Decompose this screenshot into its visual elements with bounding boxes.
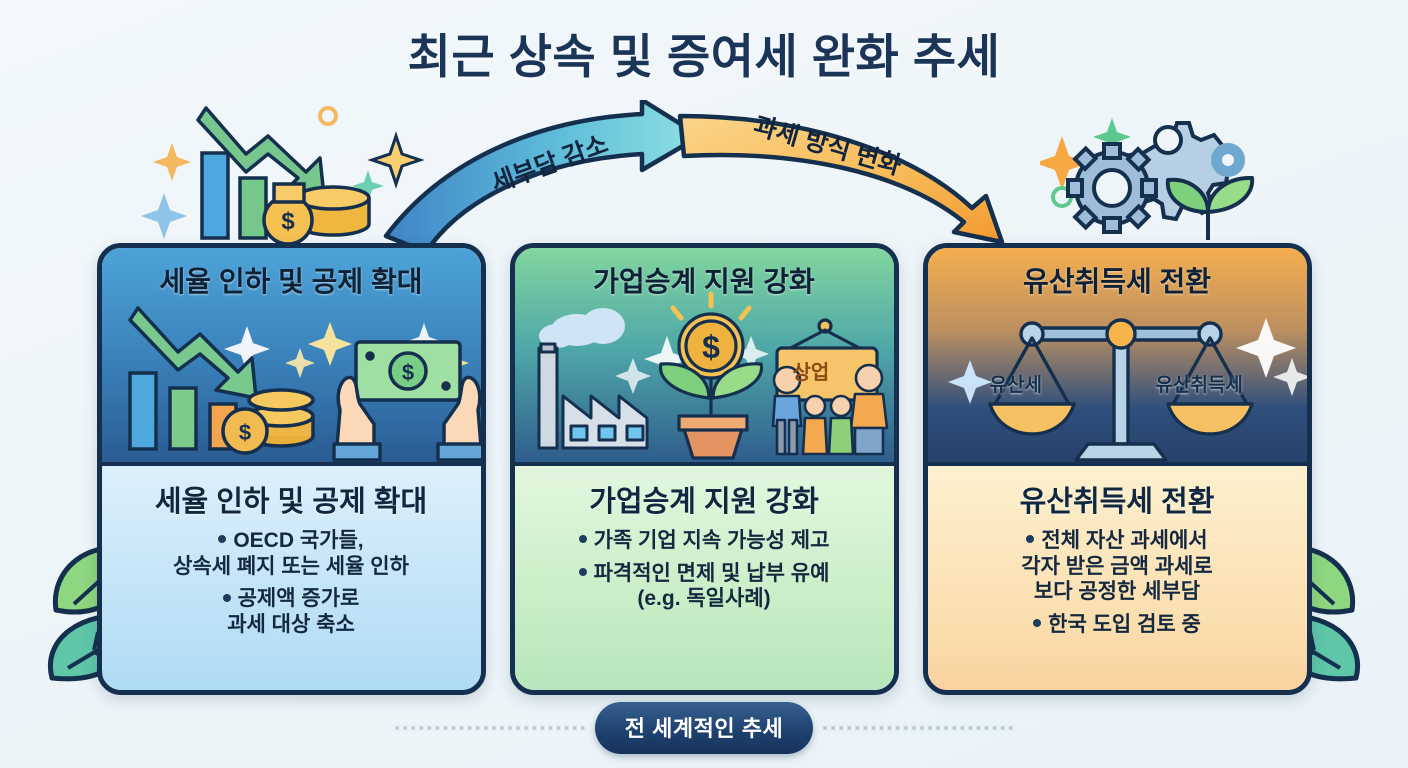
scale-label-left: 유산세 bbox=[989, 375, 1042, 396]
card-inheritance-acquisition-tax[interactable]: 유산취득세 전환 bbox=[922, 243, 1312, 695]
bullet-dot-icon bbox=[218, 535, 227, 544]
bullet-text: OECD 국가들,상속세 폐지 또는 세율 인하 bbox=[173, 529, 409, 578]
bar-chart-icon bbox=[200, 151, 268, 240]
card-row: 세율 인하 및 공제 확대 bbox=[0, 243, 1408, 699]
bullet-dot-icon bbox=[578, 568, 587, 577]
cash-icon: $ bbox=[353, 340, 462, 402]
svg-text:$: $ bbox=[281, 208, 295, 235]
list-item: 파격적인 면제 및 납부 유예(e.g. 독일사례) bbox=[531, 561, 878, 612]
list-item: 한국 도입 검토 중 bbox=[944, 612, 1291, 638]
bullet-text: 가족 기업 지속 가능성 제고 bbox=[593, 529, 830, 552]
card-2-art-title: 가업승계 지원 강화 bbox=[593, 266, 815, 297]
card-3-art-title: 유산취득세 전환 bbox=[1022, 266, 1212, 297]
svg-text:$: $ bbox=[238, 420, 250, 445]
gear-icon bbox=[1066, 142, 1158, 234]
list-item: 가족 기업 지속 가능성 제고 bbox=[531, 528, 878, 554]
card-business-succession-support[interactable]: 가업승계 지원 강화 bbox=[509, 243, 899, 695]
card-2-illustration: 가업승계 지원 강화 bbox=[514, 248, 894, 466]
sparkle-icon bbox=[614, 336, 769, 394]
card-1-heading: 세율 인하 및 공제 확대 bbox=[154, 486, 428, 518]
bullet-dot-icon bbox=[578, 535, 587, 544]
family-group-icon bbox=[771, 363, 888, 456]
card-2-bullets: 가족 기업 지속 가능성 제고 파격적인 면제 및 납부 유예(e.g. 독일사… bbox=[531, 528, 878, 619]
scale-label-right: 유산취득세 bbox=[1155, 375, 1243, 396]
page-title: 최근 상속 및 증여세 완화 추세 bbox=[407, 30, 1001, 83]
bullet-dot-icon bbox=[1033, 619, 1042, 628]
cash-hands-icon bbox=[331, 375, 481, 462]
footer-dotted-line-right bbox=[823, 726, 1014, 730]
gear-icon bbox=[1211, 143, 1245, 177]
sprout-icon bbox=[1165, 175, 1255, 240]
card-3-heading: 유산취득세 전환 bbox=[1019, 486, 1215, 518]
svg-text:$: $ bbox=[401, 360, 413, 385]
coin-stack-icon: $ bbox=[262, 182, 371, 246]
footer-badge: 전 세계적인 추세 bbox=[594, 702, 814, 754]
gear-icon bbox=[1125, 121, 1231, 222]
arrow-right-orange bbox=[677, 113, 1005, 245]
circle-outline-icon bbox=[318, 106, 338, 126]
sparkle-icon bbox=[947, 318, 1307, 404]
svg-text:$: $ bbox=[702, 329, 720, 365]
bullet-text: 한국 도입 검토 중 bbox=[1048, 612, 1201, 636]
factory-icon bbox=[537, 342, 648, 450]
footer-dotted-line-left bbox=[394, 726, 585, 730]
bullet-text: 파격적인 면제 및 납부 유예(e.g. 독일사례) bbox=[593, 561, 830, 611]
cloud-icon bbox=[538, 308, 625, 348]
card-1-illustration: 세율 인하 및 공제 확대 bbox=[101, 248, 481, 466]
bullet-dot-icon bbox=[1026, 535, 1035, 544]
card-1-body: 세율 인하 및 공제 확대 OECD 국가들,상속세 폐지 또는 세율 인하 공… bbox=[101, 466, 481, 690]
card-2-body: 가업승계 지원 강화 가족 기업 지속 가능성 제고 파격적인 면제 및 납부 … bbox=[514, 466, 894, 690]
list-item: OECD 국가들,상속세 폐지 또는 세율 인하 bbox=[118, 528, 465, 579]
balance-scale-icon bbox=[987, 318, 1254, 462]
card-2-sign-label: 상업 bbox=[792, 362, 830, 384]
arrow-left-blue bbox=[383, 97, 703, 255]
coin-stack-icon: $ bbox=[220, 388, 315, 455]
sparkle-icon bbox=[141, 131, 425, 239]
business-sign-icon bbox=[774, 318, 879, 402]
money-plant-icon: $ bbox=[658, 291, 763, 460]
bullet-dot-icon bbox=[222, 593, 231, 602]
card-3-illustration: 유산취득세 전환 bbox=[927, 248, 1307, 466]
card-1-art-title: 세율 인하 및 공제 확대 bbox=[159, 266, 423, 297]
process-arrow-band: 세부담 감소 과세 방식 변화 bbox=[380, 97, 1080, 255]
down-trend-arrow-icon bbox=[127, 306, 258, 400]
footer-strip: 전 세계적인 추세 bbox=[0, 702, 1408, 754]
card-2-heading: 가업승계 지원 강화 bbox=[589, 486, 819, 518]
down-arrow-icon bbox=[196, 106, 326, 198]
card-tax-rate-reduction[interactable]: 세율 인하 및 공제 확대 bbox=[96, 243, 486, 695]
